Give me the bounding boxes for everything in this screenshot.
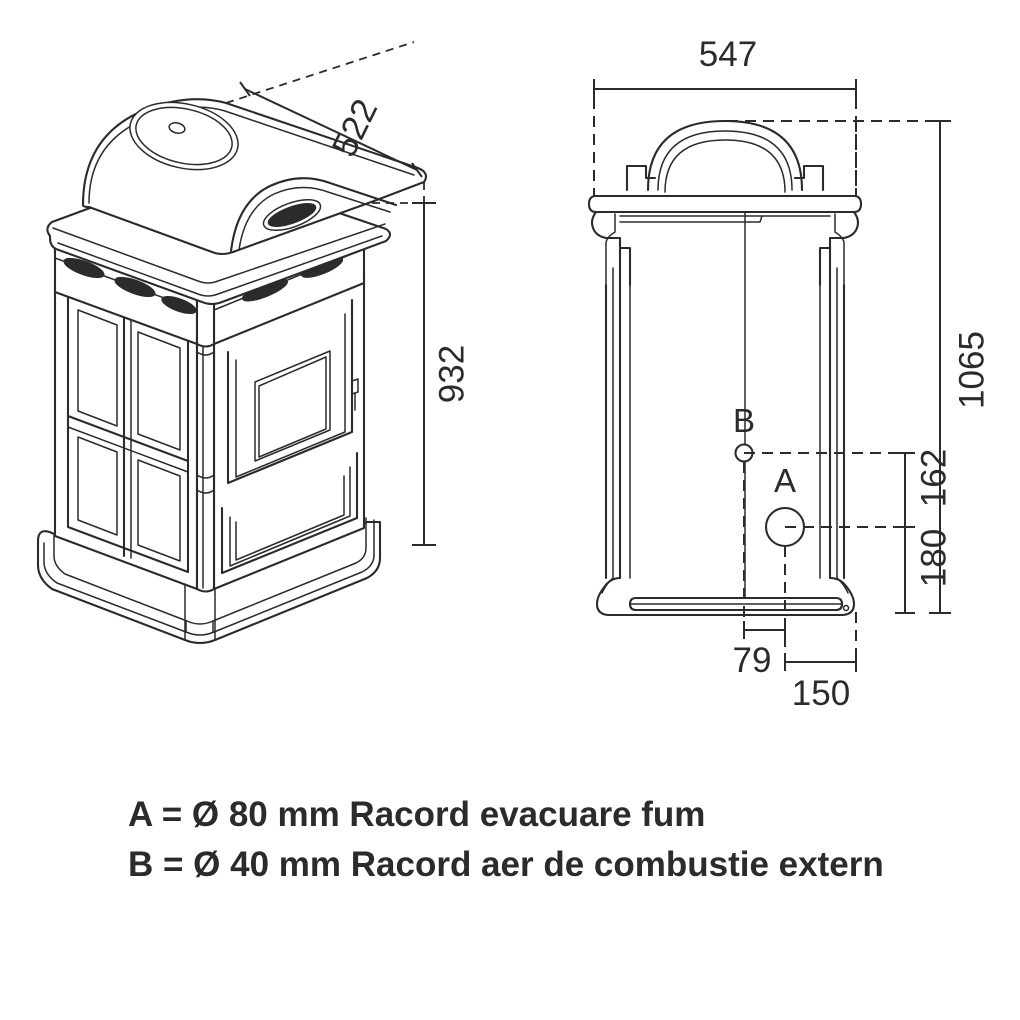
legend-line-b: B = Ø 40 mm Racord aer de combustie exte… xyxy=(128,845,884,884)
elevation-shoulders xyxy=(625,164,825,192)
dimension-label-162: 162 xyxy=(915,449,954,507)
elevation-dome xyxy=(646,119,804,193)
dimension-79: 79 xyxy=(733,621,786,680)
hole-a-flue-outlet: A xyxy=(764,462,806,548)
legend-line-a: A = Ø 80 mm Racord evacuare fum xyxy=(128,795,705,834)
dimension-1065: 1065 xyxy=(929,120,992,614)
hole-a-label: A xyxy=(774,462,796,499)
dimension-label-150: 150 xyxy=(792,674,850,713)
corner-pilaster xyxy=(195,326,216,593)
dimension-label-180: 180 xyxy=(915,529,954,587)
dimension-180: 180 xyxy=(895,527,954,614)
dimension-547: 547 xyxy=(593,35,857,99)
legend-block: A = Ø 80 mm Racord evacuare fum B = Ø 40… xyxy=(128,795,884,884)
dimension-150: 150 xyxy=(784,653,857,713)
isometric-stove-view: 522 932 xyxy=(36,41,472,645)
dimension-label-547: 547 xyxy=(699,35,757,74)
elevation-top-cap xyxy=(587,194,863,287)
dimension-label-1065: 1065 xyxy=(953,331,992,409)
elevation-columns xyxy=(604,246,846,580)
rear-elevation-view: A B 547 xyxy=(587,35,992,713)
dimension-162: 162 xyxy=(895,449,954,528)
elevation-base-molding xyxy=(595,576,856,617)
dimension-932: 932 xyxy=(412,202,472,546)
hole-b-combustion-air: B xyxy=(733,402,755,463)
elevation-center-lines xyxy=(593,98,935,672)
hole-b-label: B xyxy=(733,402,755,439)
dimension-label-932: 932 xyxy=(433,345,472,403)
domed-lid xyxy=(81,98,428,256)
dimension-label-79: 79 xyxy=(733,641,772,680)
